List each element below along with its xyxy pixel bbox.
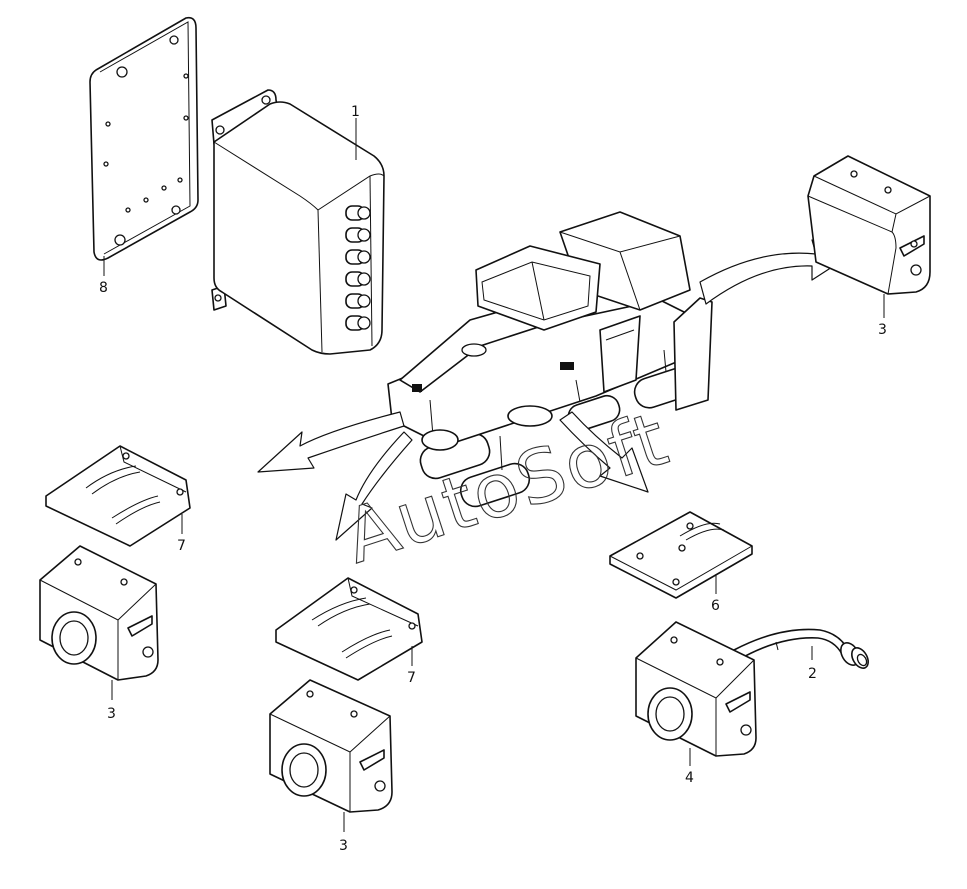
camera-part-3-center [269, 679, 393, 832]
cable-part-2 [733, 628, 869, 669]
arrow-to-left-cameras [257, 411, 413, 541]
camera-part-3-left [39, 545, 159, 700]
mounting-plate-part-8 [89, 16, 199, 276]
callout-7-center: 7 [407, 670, 416, 686]
cable-gland-row [345, 205, 371, 331]
callout-4: 4 [685, 770, 694, 786]
camera-part-4 [635, 621, 757, 766]
plate-part-6 [609, 511, 753, 599]
arrow-to-right-camera [559, 411, 649, 493]
milling-machine [387, 211, 713, 508]
callout-3-rear: 3 [878, 322, 887, 338]
bracket-part-7-center [275, 577, 423, 681]
bracket-part-7-left [45, 445, 191, 547]
callout-7-left: 7 [177, 538, 186, 554]
callout-3-left: 3 [107, 706, 116, 722]
junction-box-part-1 [211, 89, 385, 355]
callout-8: 8 [99, 280, 108, 296]
callout-6: 6 [711, 598, 720, 614]
camera-part-3-rear [807, 155, 931, 318]
callout-2: 2 [808, 666, 817, 682]
callout-1: 1 [351, 104, 360, 120]
callout-3-center: 3 [339, 838, 348, 854]
